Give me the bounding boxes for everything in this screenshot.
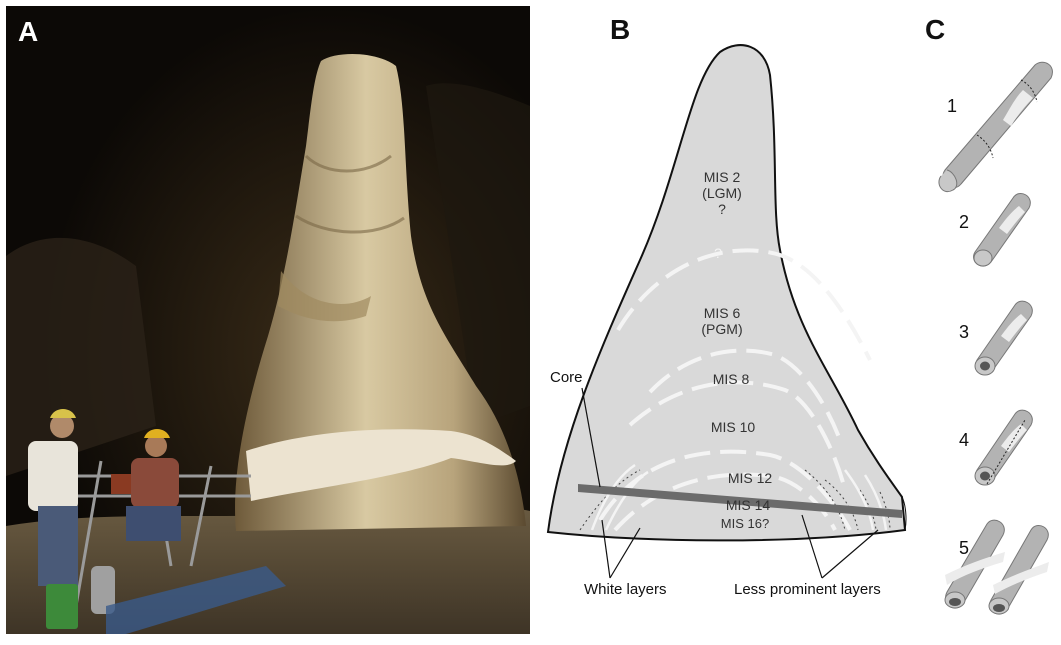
step-number-4: 4 (959, 430, 969, 450)
zone-label-mis2-question: ? (718, 201, 726, 217)
step-number-5: 5 (959, 538, 969, 558)
zone-label-mis8: MIS 8 (713, 371, 750, 387)
zone-label-mis2: MIS 2 (704, 169, 741, 185)
step-number-1: 1 (947, 96, 957, 116)
core-label: Core (550, 369, 583, 386)
zone-label-lgm: (LGM) (702, 185, 742, 201)
panel-letter-c: C (925, 14, 945, 46)
zone-label-mis16: MIS 16? (721, 516, 769, 531)
zone-label-mis12: MIS 12 (728, 470, 773, 486)
zone-label-mis14: MIS 14 (726, 497, 771, 513)
white-layers-label: White layers (584, 581, 667, 598)
panel-letter-b: B (610, 14, 630, 46)
zone-label-mis6-question: ? (714, 245, 722, 261)
stalagmite-outline (548, 45, 905, 540)
core-step-2 (974, 193, 1031, 266)
zone-label-mis6: MIS 6 (704, 305, 741, 321)
core-step-1 (939, 62, 1053, 191)
less-prominent-layers-label: Less prominent layers (734, 581, 881, 598)
core-steps-diagram: 1 2 3 4 5 (925, 0, 1061, 640)
core-step-4 (975, 410, 1032, 485)
cave-photo-panel: A (6, 6, 530, 634)
core-step-5 (945, 520, 1049, 614)
stalagmite-diagram: MIS 2 (LGM) ? ? MIS 6 (PGM) MIS 8 MIS 10… (540, 0, 920, 640)
step-number-2: 2 (959, 212, 969, 232)
panel-letter-a: A (18, 16, 38, 48)
stalagmite-diagram-panel: MIS 2 (LGM) ? ? MIS 6 (PGM) MIS 8 MIS 10… (540, 0, 920, 640)
core-steps-panel: 1 2 3 4 5 C (925, 0, 1061, 640)
zone-label-pgm: (PGM) (701, 321, 742, 337)
core-step-3 (975, 301, 1032, 375)
zone-label-mis10: MIS 10 (711, 419, 756, 435)
cave-photo (6, 6, 530, 634)
step-number-3: 3 (959, 322, 969, 342)
